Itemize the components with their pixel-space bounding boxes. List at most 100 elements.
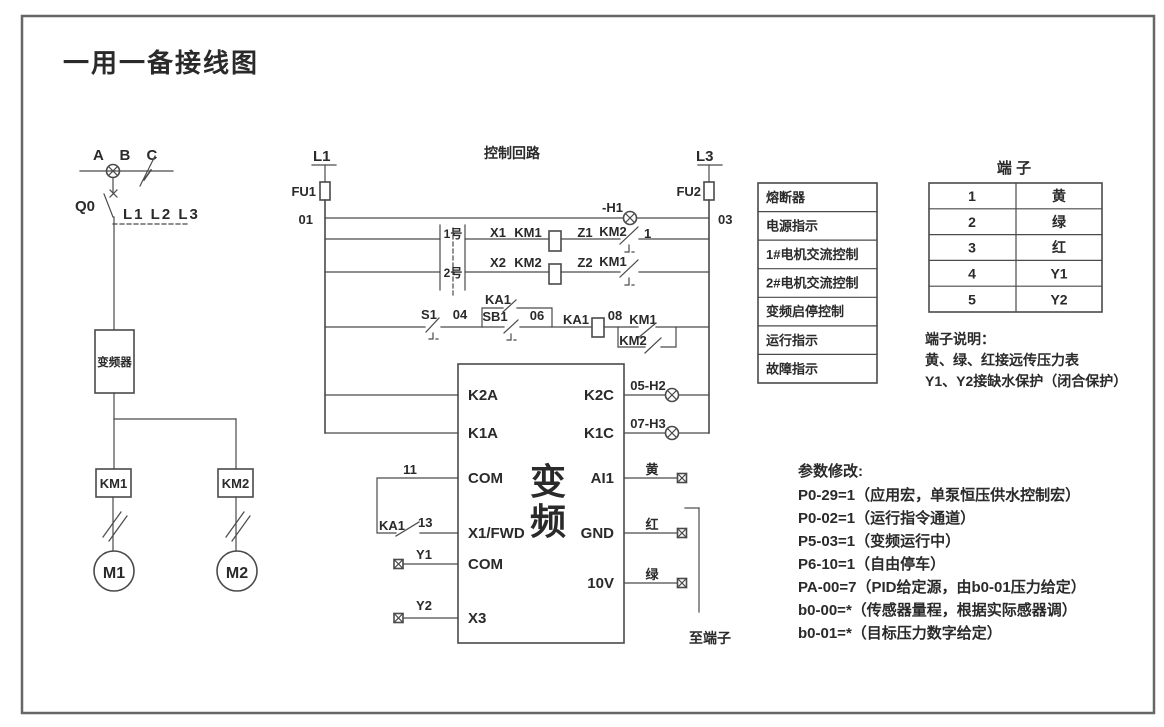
km2-threephase-slash-icon <box>225 511 251 542</box>
pump-selector-switch: 1号 2号 <box>439 224 466 297</box>
terminal-notes: 端子说明： 黄、绿、红接远传压力表 Y1、Y2接缺水保护（闭合保护） <box>925 331 1127 389</box>
fu1-label: FU1 <box>291 184 316 199</box>
terminal-val: 红 <box>1052 240 1066 256</box>
motor2-circle <box>216 550 258 592</box>
parameter-line: PA-00=7（PID给定源，由b0-01压力给定） <box>798 578 1086 596</box>
terminal-no: 4 <box>968 266 976 282</box>
parameter-line: P0-29=1（应用宏，单泵恒压供水控制宏） <box>798 486 1080 504</box>
vfd-big-label-2: 频 <box>530 501 566 542</box>
legend-row: 1#电机交流控制 <box>766 247 858 262</box>
km2-nc-label: KM2 <box>599 224 626 239</box>
page-title: 一用一备接线图 <box>63 48 259 78</box>
parameter-line: b0-00=*（传感器量程，根据实际感器调） <box>798 601 1077 619</box>
v10-terminal-label: 10V <box>587 575 614 592</box>
phase-abc-label: A B C <box>93 147 163 164</box>
k2a-terminal-label: K2A <box>468 387 498 404</box>
green-wire-label: 绿 <box>645 567 659 582</box>
km2-nc-contact <box>619 226 639 253</box>
ka1-hold-label: KA1 <box>485 292 511 307</box>
terminal-no: 1 <box>968 188 976 204</box>
q0-label: Q0 <box>75 198 95 215</box>
wire-1-label: 1 <box>644 226 651 241</box>
km1-no-label: KM1 <box>629 312 656 327</box>
red-wire-label: 红 <box>645 517 658 532</box>
terminal-table: 端 子 1 黄 2 绿 3 红 4 Y1 5 Y2 <box>928 159 1103 313</box>
s1-contact <box>425 317 440 340</box>
three-phase-slash-icon <box>139 155 156 187</box>
ka1-hold-contact <box>502 299 517 313</box>
v10-terminal-icon <box>676 577 688 589</box>
terminal-note-title: 端子说明： <box>925 331 995 347</box>
com1-terminal-label: COM <box>468 470 503 487</box>
terminal-val: Y1 <box>1050 266 1067 282</box>
page-frame <box>20 14 1156 715</box>
x3-terminal-label: X3 <box>468 610 486 627</box>
legend-row: 2#电机交流控制 <box>766 276 858 291</box>
h1-label: -H1 <box>602 200 623 215</box>
h3-lamp-icon <box>664 425 680 441</box>
motor2-label: M2 <box>226 565 248 582</box>
fu2-label: FU2 <box>676 184 701 199</box>
km1-coil-label: KM1 <box>514 225 541 240</box>
legend-border <box>757 182 878 384</box>
h2-label: 05-H2 <box>630 378 665 393</box>
power-circuit: A B C Q0 L1 L2 L3 变频器 <box>75 147 258 592</box>
com2-terminal-label: COM <box>468 556 503 573</box>
legend-row: 电源指示 <box>766 219 818 234</box>
l1-label: L1 <box>313 148 331 165</box>
h1-lamp-icon <box>622 210 638 226</box>
km1-no-contact <box>637 322 657 339</box>
terminal-no: 3 <box>968 240 976 256</box>
km1-nc-label: KM1 <box>599 254 626 269</box>
sb1-label: SB1 <box>482 309 507 324</box>
y2-wire-label: Y2 <box>416 598 432 613</box>
terminal-note-2: Y1、Y2接缺水保护（闭合保护） <box>925 373 1127 389</box>
terminal-row: 1 黄 <box>968 188 1066 204</box>
to-terminals-bracket <box>684 507 700 613</box>
node-06-label: 06 <box>530 308 544 323</box>
yellow-wire-label: 黄 <box>645 462 658 477</box>
terminal-val: 黄 <box>1052 188 1066 204</box>
vfd-power-box-label: 变频器 <box>97 355 132 369</box>
legend-row: 变频启停控制 <box>766 304 844 319</box>
h2-lamp-icon <box>664 387 680 403</box>
parameter-line: b0-01=*（目标压力数字给定） <box>798 624 1002 642</box>
x1fwd-terminal-label: X1/FWD <box>468 525 525 542</box>
node-08-label: 08 <box>608 308 622 323</box>
k1c-terminal-label: K1C <box>584 425 614 442</box>
control-circuit: 控制回路 L1 FU1 01 L3 FU2 03 -H1 1号 <box>291 145 732 434</box>
motor1-label: M1 <box>103 565 125 582</box>
node-01-label: 01 <box>299 212 313 227</box>
control-heading: 控制回路 <box>484 145 541 161</box>
terminal-no: 5 <box>968 291 976 307</box>
terminal-note-1: 黄、绿、红接远传压力表 <box>925 352 1080 368</box>
breaker-cross-icon <box>109 189 118 198</box>
terminal-row: 4 Y1 <box>968 266 1068 282</box>
to-terminals-label: 至端子 <box>689 630 731 646</box>
selector-1-label: 1号 <box>444 226 463 241</box>
legend-table: 熔断器 电源指示 1#电机交流控制 2#电机交流控制 变频启停控制 运行指示 故… <box>757 182 878 384</box>
ka1-coil-label: KA1 <box>563 312 589 327</box>
z2-label: Z2 <box>577 255 592 270</box>
wire-11-label: 11 <box>403 462 417 477</box>
legend-row: 运行指示 <box>766 333 818 348</box>
y2-terminal-icon <box>393 612 404 624</box>
parameter-line: P0-02=1（运行指令通道） <box>798 509 975 527</box>
ka1-run-contact <box>395 521 420 537</box>
motor1-circle <box>93 550 135 592</box>
y1-terminal-icon <box>393 558 404 570</box>
terminal-no: 2 <box>968 214 976 230</box>
vfd-big-label-1: 变 <box>530 461 566 502</box>
km2-coil-label: KM2 <box>514 255 541 270</box>
node-04-label: 04 <box>453 307 468 322</box>
terminal-row: 2 绿 <box>968 214 1067 230</box>
sb1-contact <box>503 319 519 341</box>
ai1-terminal-icon <box>676 472 688 484</box>
parameter-list: 参数修改: P0-29=1（应用宏，单泵恒压供水控制宏） P0-02=1（运行指… <box>798 462 1086 642</box>
phase-l123-label: L1 L2 L3 <box>123 206 200 223</box>
terminal-row: 3 红 <box>968 240 1066 256</box>
node-03-label: 03 <box>718 212 732 227</box>
vfd-box <box>457 363 625 644</box>
